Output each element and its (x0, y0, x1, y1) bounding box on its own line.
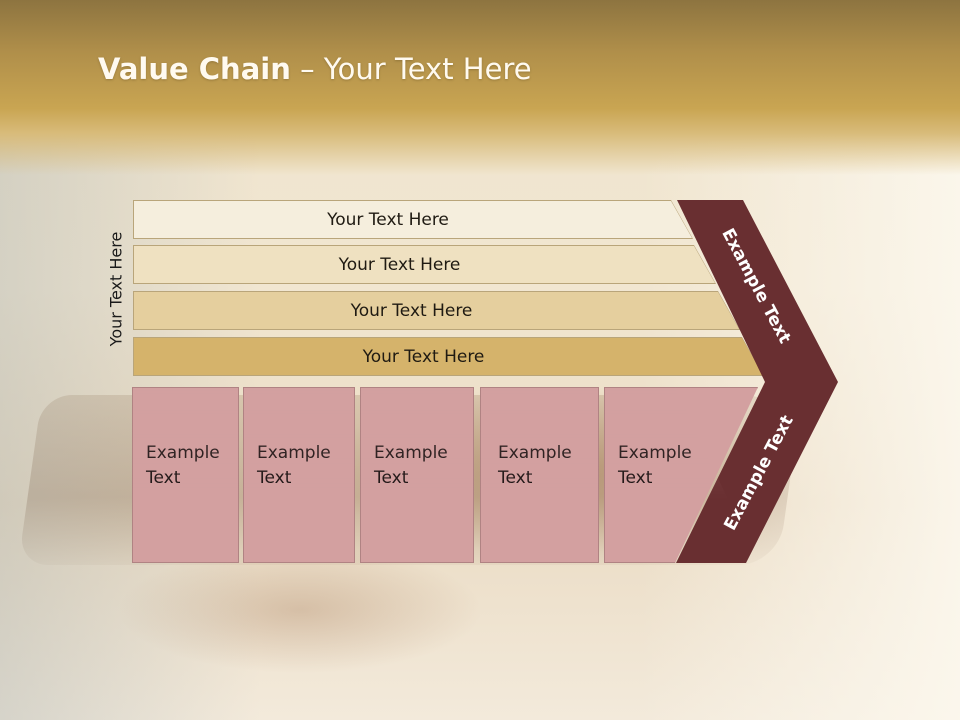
bar-4: Your Text Here (133, 337, 764, 376)
bar-2: Your Text Here (133, 245, 716, 284)
slide-title: Value Chain – Your Text Here (98, 52, 532, 86)
bar-4-label: Your Text Here (362, 346, 485, 367)
bar-1-fill (134, 201, 692, 238)
bar-3-label: Your Text Here (350, 300, 473, 321)
title-rest: – Your Text Here (290, 52, 532, 86)
chevron-shape (676, 200, 838, 563)
bar-2-label: Your Text Here (338, 254, 461, 275)
bar-2-fill (134, 246, 715, 283)
bar-3-fill (134, 292, 739, 329)
title-banner (0, 0, 960, 175)
bar-1: Your Text Here (133, 200, 693, 239)
bar-3: Your Text Here (133, 291, 740, 330)
bar-1-label: Your Text Here (327, 209, 449, 230)
bar-4-fill (134, 338, 763, 375)
title-bold: Value Chain (98, 52, 291, 86)
